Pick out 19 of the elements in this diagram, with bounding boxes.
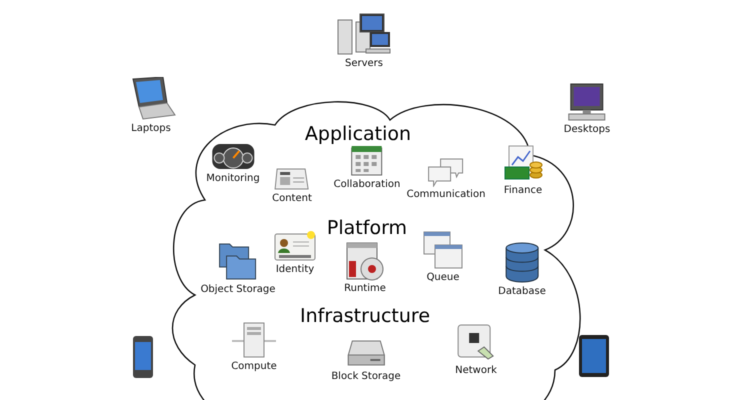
icon-caption: Queue: [426, 272, 460, 283]
icon-caption: Object Storage: [200, 284, 276, 295]
icon-caption: Finance: [504, 185, 542, 196]
icon-caption: Block Storage: [331, 371, 401, 382]
layer-heading: Platform: [326, 217, 408, 239]
icon-caption: Collaboration: [334, 179, 400, 190]
icon-caption: Identity: [276, 264, 314, 275]
icon-caption: Monitoring: [206, 173, 260, 184]
icon-caption: Network: [455, 365, 497, 376]
icon-caption: Compute: [231, 361, 277, 372]
layer-heading: Application: [304, 123, 412, 145]
icon-caption: Laptops: [131, 123, 171, 134]
layer-heading: Infrastructure: [300, 305, 430, 327]
icon-caption: Desktops: [564, 124, 610, 135]
icon-caption: Communication: [406, 189, 486, 200]
icon-caption: Servers: [344, 58, 383, 69]
icon-caption: Database: [498, 286, 546, 297]
icon-caption: Runtime: [344, 283, 386, 294]
icon-caption: Content: [272, 193, 312, 204]
